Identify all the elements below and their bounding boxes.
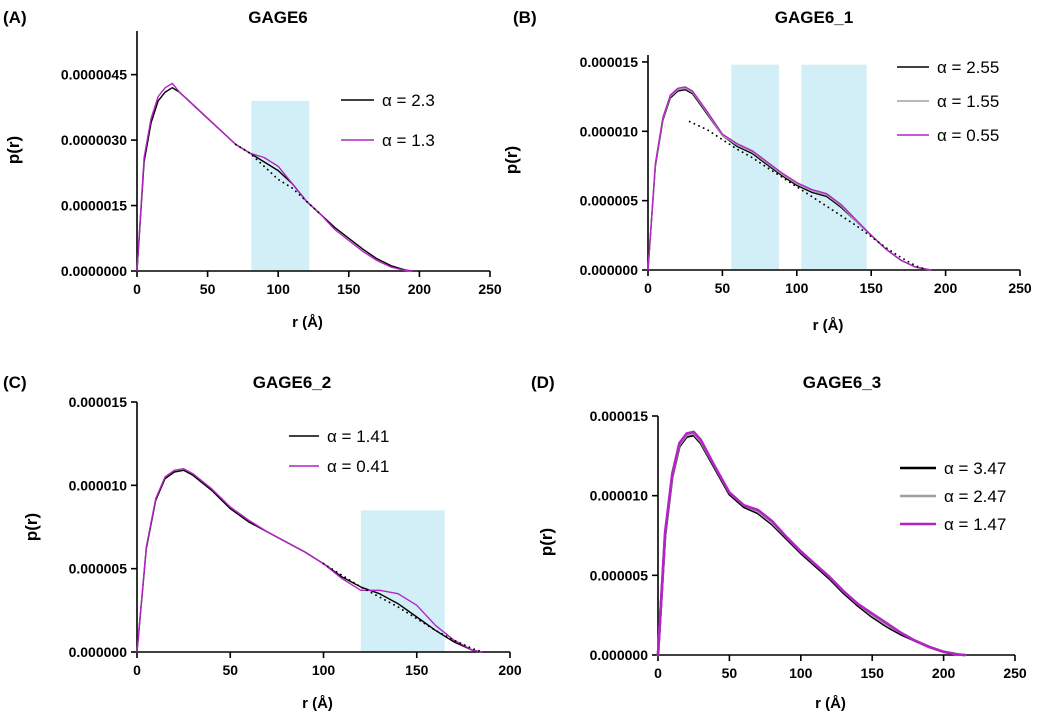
y-tick-label: 0.000005 (580, 193, 639, 209)
x-tick-label: 200 (408, 281, 432, 297)
x-tick-label: 100 (789, 665, 813, 681)
legend-label: α = 3.47 (944, 459, 1006, 478)
panel-letter: (C) (3, 373, 27, 392)
series-line (656, 430, 967, 657)
panel-b: 0 50 100 150 200 250 0.000000 0.000005 0.000010 0… (502, 8, 1032, 334)
fit-dotted-line (234, 143, 322, 216)
x-tick-label: 0 (654, 665, 662, 681)
y-axis-label: p(r) (22, 513, 41, 541)
y-tick-label: 0.000005 (590, 567, 649, 583)
x-tick-label: 250 (1003, 665, 1027, 681)
x-tick-label: 100 (312, 662, 336, 678)
y-tick-label: 0.000015 (580, 54, 639, 70)
y-tick-label: 0.000000 (590, 647, 649, 663)
panel-title: GAGE6 (248, 8, 308, 27)
y-tick-label: 0.000010 (590, 488, 649, 504)
y-tick-label: 0.000015 (69, 394, 128, 410)
series-line (136, 468, 483, 653)
y-axis-label: p(r) (537, 528, 556, 556)
y-axis-label: p(r) (4, 136, 23, 164)
x-tick-label: 50 (200, 281, 216, 297)
legend-label: α = 2.55 (937, 58, 999, 77)
x-tick-label: 0 (133, 662, 141, 678)
legend-label: α = 1.47 (944, 515, 1006, 534)
panel-title: GAGE6_2 (253, 373, 331, 392)
x-tick-label: 100 (267, 281, 291, 297)
x-tick-label: 150 (861, 665, 885, 681)
shaded-region (251, 100, 310, 272)
x-axis-label: r (Å) (292, 314, 323, 331)
fit-dotted-line (688, 120, 925, 270)
x-tick-label: 50 (722, 665, 738, 681)
legend-label: α = 1.55 (937, 92, 999, 111)
y-tick-label: 0.000000 (580, 262, 639, 278)
y-tick-label: 0.000000 (69, 644, 128, 660)
x-axis-label: r (Å) (815, 695, 846, 712)
x-tick-label: 150 (337, 281, 361, 297)
y-tick-label: 0.0000030 (61, 132, 127, 148)
panel-letter: (D) (531, 373, 555, 392)
panel-letter: (A) (3, 8, 27, 27)
x-axis-label: r (Å) (813, 317, 844, 334)
panel-letter: (B) (513, 8, 537, 27)
y-tick-label: 0.000010 (69, 477, 128, 493)
y-tick-label: 0.000010 (580, 123, 639, 139)
legend-label: α = 2.3 (382, 91, 435, 110)
legend-label: α = 2.47 (944, 487, 1006, 506)
y-tick-label: 0.0000000 (61, 263, 127, 279)
series-line (136, 82, 413, 272)
series-line (136, 86, 413, 272)
x-tick-label: 150 (860, 280, 884, 296)
panel-a: 0 50 100 150 200 250 0.0000000 0.0000015 0.00000… (3, 8, 502, 331)
x-axis-label: r (Å) (302, 695, 333, 712)
y-axis-label: p(r) (502, 146, 521, 174)
panel-c: 0 50 100 150 200 0.000000 0.000005 0.000010 0.00… (3, 373, 522, 712)
legend-label: α = 0.41 (327, 457, 389, 476)
panel-d: 0 50 100 150 200 250 0.000000 0.000005 0.000010 0… (531, 373, 1027, 712)
y-tick-label: 0.000005 (69, 561, 128, 577)
y-tick-label: 0.0000045 (61, 67, 127, 83)
x-tick-label: 100 (785, 280, 809, 296)
x-tick-label: 250 (478, 281, 502, 297)
x-tick-label: 200 (932, 665, 956, 681)
y-tick-label: 0.0000015 (61, 198, 127, 214)
series-line (647, 86, 932, 271)
panel-title: GAGE6_1 (775, 8, 853, 27)
x-tick-label: 0 (133, 281, 141, 297)
series-line (647, 87, 932, 271)
x-tick-label: 250 (1008, 280, 1032, 296)
x-tick-label: 200 (934, 280, 958, 296)
x-tick-label: 0 (644, 280, 652, 296)
panel-title: GAGE6_3 (803, 373, 881, 392)
x-tick-label: 50 (222, 662, 238, 678)
shaded-region (360, 510, 445, 652)
fit-dotted-line (322, 562, 483, 653)
x-tick-label: 50 (715, 280, 731, 296)
legend-label: α = 1.3 (382, 131, 435, 150)
legend-label: α = 0.55 (937, 126, 999, 145)
legend-label: α = 1.41 (327, 427, 389, 446)
x-tick-label: 200 (498, 662, 522, 678)
y-tick-label: 0.000015 (590, 408, 649, 424)
x-tick-label: 150 (405, 662, 429, 678)
shaded-region (801, 64, 867, 270)
